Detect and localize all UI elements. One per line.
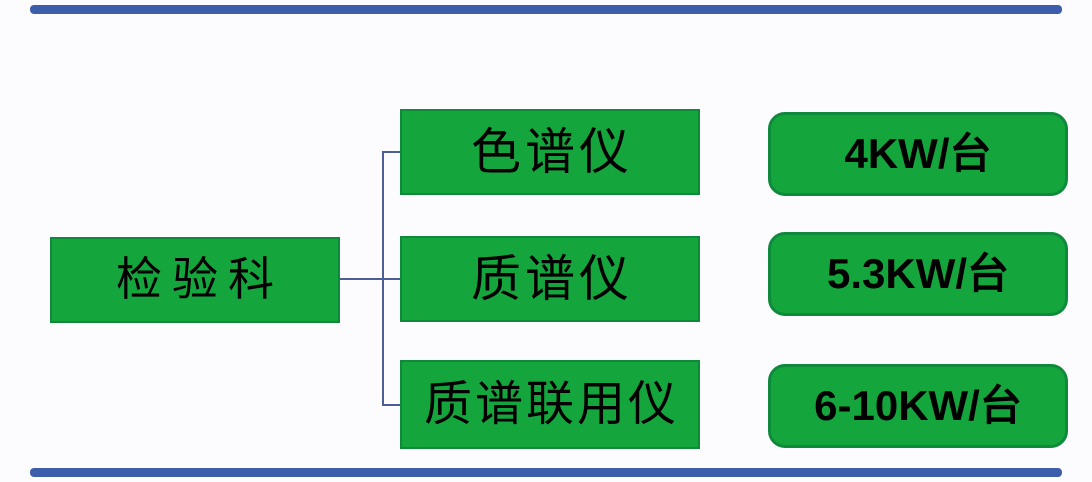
node-power-hyphenated-ms: 6-10KW/台 — [768, 364, 1068, 448]
connector-root-to-trunk-line — [340, 278, 400, 280]
node-instrument-label: 色谱仪 — [471, 124, 633, 180]
connector-branch-top-line — [382, 151, 400, 153]
node-instrument-mass-spectrometer: 质谱仪 — [400, 236, 700, 322]
node-power-label: 5.3KW/台 — [826, 250, 1010, 297]
bottom-accent-bar — [30, 468, 1062, 477]
node-instrument-hyphenated-ms: 质谱联用仪 — [400, 360, 700, 449]
node-power-mass-spectrometer: 5.3KW/台 — [768, 232, 1068, 316]
node-instrument-chromatograph: 色谱仪 — [400, 109, 700, 195]
connector-trunk-line — [382, 152, 384, 406]
node-power-chromatograph: 4KW/台 — [768, 112, 1068, 196]
node-power-label: 4KW/台 — [844, 130, 992, 177]
top-accent-bar — [30, 5, 1062, 14]
node-instrument-label: 质谱联用仪 — [423, 377, 679, 431]
node-root-label: 检验科 — [116, 254, 284, 305]
node-power-label: 6-10KW/台 — [814, 382, 1022, 429]
node-root-department: 检验科 — [50, 237, 340, 323]
node-instrument-label: 质谱仪 — [471, 251, 633, 307]
connector-branch-bottom-line — [382, 404, 400, 406]
